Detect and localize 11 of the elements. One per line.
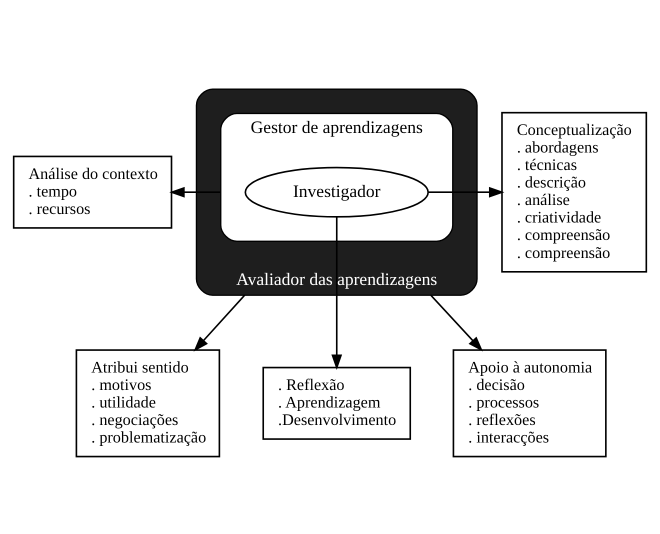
arrow xyxy=(428,186,504,198)
node-box: Apoio à autonomia . decisão . processos . reflexões . interacções xyxy=(452,348,607,457)
node-ellipse: Investigador xyxy=(244,166,429,218)
arrow xyxy=(430,294,483,352)
node-box: Conceptualização . abordagens . técnicas . descrição . análise . criatividade . compreensão . compreensão xyxy=(501,111,648,272)
arrow xyxy=(331,216,342,370)
node-box: Análise do contexto . tempo . recursos xyxy=(12,155,172,228)
arrow xyxy=(194,294,246,352)
node-box: . Reflexão . Aprendizagem .Desenvolvimento xyxy=(262,366,412,440)
node-box: Atribui sentido . motivos . utilidade . negociações . problematização xyxy=(76,348,220,457)
arrow xyxy=(169,186,221,198)
